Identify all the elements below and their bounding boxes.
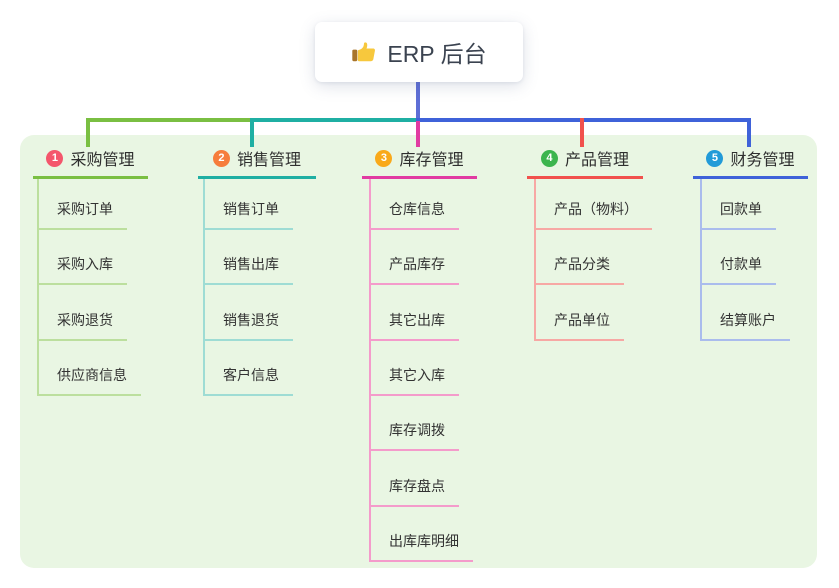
node-settlement-account[interactable]: 结算账户 [700, 311, 790, 341]
drop-line-purchase [86, 118, 90, 147]
branch-spine [37, 179, 39, 394]
branch-heading-purchase[interactable]: 1 采购管理 [33, 147, 148, 179]
bus-line-sales [252, 118, 418, 122]
drop-line-inventory [416, 121, 420, 147]
drop-line-sales [250, 118, 254, 147]
branch-heading-label: 库存管理 [399, 152, 464, 169]
branch-heading-inventory[interactable]: 3 库存管理 [362, 147, 477, 179]
node-other-inbound[interactable]: 其它入库 [369, 366, 459, 396]
drop-line-product [580, 118, 584, 147]
branch-heading-label: 产品管理 [564, 152, 629, 169]
branch-heading-sales[interactable]: 2 销售管理 [198, 147, 316, 179]
node-customer-info[interactable]: 客户信息 [203, 366, 293, 396]
branch-spine [534, 179, 536, 340]
node-product-material[interactable]: 产品（物料） [534, 200, 652, 230]
branch-heading-label: 财务管理 [730, 152, 795, 169]
branch-number-badge: 4 [540, 149, 558, 167]
root-node[interactable]: ERP 后台 [315, 22, 523, 82]
node-outbound-detail[interactable]: 出库库明细 [369, 532, 473, 562]
node-purchase-inbound[interactable]: 采购入库 [37, 255, 127, 285]
thumbs-up-icon [351, 39, 377, 65]
branch-heading-finance[interactable]: 5 财务管理 [693, 147, 808, 179]
branch-number-badge: 5 [706, 149, 724, 167]
branches-panel [20, 135, 817, 568]
branch-spine [369, 179, 371, 562]
node-product-category[interactable]: 产品分类 [534, 255, 624, 285]
branch-heading-label: 采购管理 [70, 152, 135, 169]
branch-number-badge: 3 [375, 149, 393, 167]
node-other-outbound[interactable]: 其它出库 [369, 311, 459, 341]
branch-spine [700, 179, 702, 340]
node-stock-transfer[interactable]: 库存调拨 [369, 421, 459, 451]
bus-line-purchase [86, 118, 254, 122]
drop-line-finance [747, 118, 751, 147]
branch-heading-label: 销售管理 [236, 152, 301, 169]
node-supplier-info[interactable]: 供应商信息 [37, 366, 141, 396]
node-receipt-bill[interactable]: 回款单 [700, 200, 776, 230]
branch-number-badge: 1 [46, 149, 64, 167]
branch-heading-product[interactable]: 4 产品管理 [527, 147, 643, 179]
branch-spine [203, 179, 205, 394]
node-purchase-return[interactable]: 采购退货 [37, 311, 127, 341]
node-sales-order[interactable]: 销售订单 [203, 200, 293, 230]
node-sales-outbound[interactable]: 销售出库 [203, 255, 293, 285]
node-warehouse-info[interactable]: 仓库信息 [369, 200, 459, 230]
node-sales-return[interactable]: 销售退货 [203, 311, 293, 341]
branch-number-badge: 2 [212, 149, 230, 167]
node-payment-bill[interactable]: 付款单 [700, 255, 776, 285]
root-stem-line [416, 82, 420, 119]
node-purchase-order[interactable]: 采购订单 [37, 200, 127, 230]
root-label: ERP 后台 [387, 41, 487, 67]
node-product-stock[interactable]: 产品库存 [369, 255, 459, 285]
node-product-unit[interactable]: 产品单位 [534, 311, 624, 341]
node-stock-count[interactable]: 库存盘点 [369, 477, 459, 507]
